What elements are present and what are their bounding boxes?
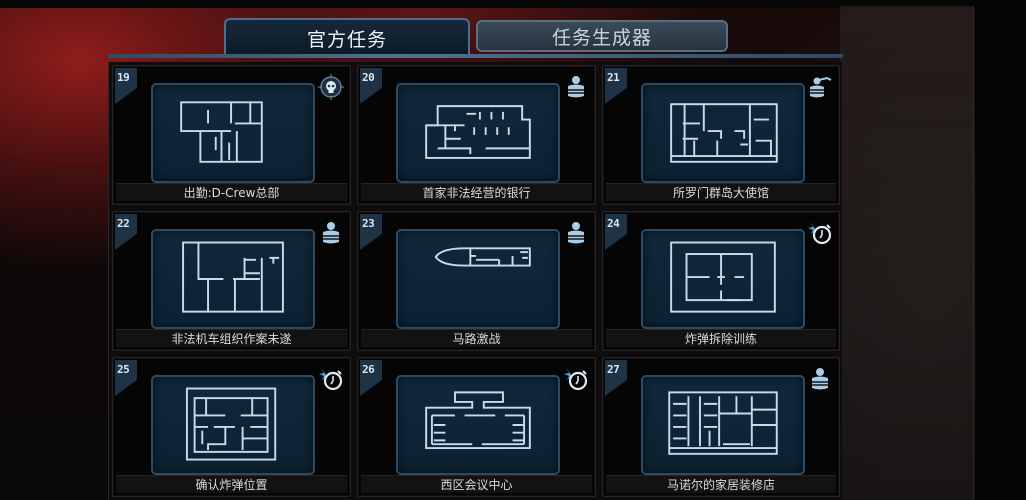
floor-plan-icon: [425, 105, 531, 159]
mission-name: 非法机车组织作案未遂: [116, 329, 347, 347]
mission-number: 27: [607, 363, 620, 376]
side-panel-backdrop: [840, 6, 974, 500]
mission-number: 25: [117, 363, 130, 376]
mission-number: 24: [607, 217, 620, 230]
mission-number: 20: [362, 71, 375, 84]
tab-mission-generator[interactable]: 任务生成器: [476, 20, 728, 52]
floor-plan-map: [396, 83, 560, 183]
mission-card-19[interactable]: 19 出勤:D-Crew总部: [112, 65, 351, 205]
floor-plan-icon: [434, 247, 531, 267]
floor-plan-icon: [185, 387, 277, 461]
tab-official-missions[interactable]: 官方任务: [224, 18, 470, 56]
floor-plan-icon: [182, 241, 284, 313]
bomb-timer-icon: [807, 220, 833, 246]
mission-card-20[interactable]: 20 首家非法经营的银行: [357, 65, 596, 205]
mission-number: 23: [362, 217, 375, 230]
mission-name: 炸弹拆除训练: [606, 329, 836, 347]
mission-number: 22: [117, 217, 130, 230]
mission-grid: 19 出勤:D-Crew总部 20 首家非法经营的银行 21: [108, 62, 842, 500]
mission-number: 21: [607, 71, 620, 84]
floor-plan-map: [396, 229, 560, 329]
mission-card-24[interactable]: 24 炸弹拆除训练: [602, 211, 840, 351]
hostage-icon: [563, 220, 589, 246]
floor-plan-icon: [425, 391, 531, 449]
bomb-timer-icon: [563, 366, 589, 392]
mission-name: 首家非法经营的银行: [361, 183, 592, 201]
mission-number: 26: [362, 363, 375, 376]
floor-plan-map: [641, 375, 805, 475]
mission-card-27[interactable]: 27 马诺尔的家居装修店: [602, 357, 840, 497]
hostage-icon: [318, 220, 344, 246]
floor-plan-map: [396, 375, 560, 475]
floor-plan-icon: [180, 101, 263, 163]
floor-plan-icon: [668, 391, 778, 455]
floor-plan-icon: [670, 103, 778, 163]
mission-tabs: 官方任务 任务生成器: [224, 18, 734, 56]
mission-card-22[interactable]: 22 非法机车组织作案未遂: [112, 211, 351, 351]
hostage-icon: [807, 366, 833, 392]
mission-name: 出勤:D-Crew总部: [116, 183, 347, 201]
hostage-rescue-icon: [807, 74, 833, 100]
floor-plan-map: [151, 229, 315, 329]
mission-number: 19: [117, 71, 130, 84]
mission-name: 马路激战: [361, 329, 592, 347]
top-bar: [0, 0, 1026, 8]
hostage-icon: [563, 74, 589, 100]
floor-plan-map: [151, 375, 315, 475]
floor-plan-map: [641, 229, 805, 329]
floor-plan-map: [151, 83, 315, 183]
right-edge: [975, 0, 1026, 500]
mission-card-21[interactable]: 21 所罗门群岛大使馆: [602, 65, 840, 205]
mission-card-26[interactable]: 26 西区会议中心: [357, 357, 596, 497]
mission-name: 马诺尔的家居装修店: [606, 475, 836, 493]
mission-card-25[interactable]: 25 确认炸弹位置: [112, 357, 351, 497]
mission-card-23[interactable]: 23 马路激战: [357, 211, 596, 351]
floor-plan-map: [641, 83, 805, 183]
mission-name: 确认炸弹位置: [116, 475, 347, 493]
floor-plan-icon: [670, 241, 776, 313]
bomb-timer-icon: [318, 366, 344, 392]
skull-target-icon: [318, 74, 344, 100]
mission-name: 西区会议中心: [361, 475, 592, 493]
mission-name: 所罗门群岛大使馆: [606, 183, 836, 201]
tab-underline: [108, 54, 843, 58]
